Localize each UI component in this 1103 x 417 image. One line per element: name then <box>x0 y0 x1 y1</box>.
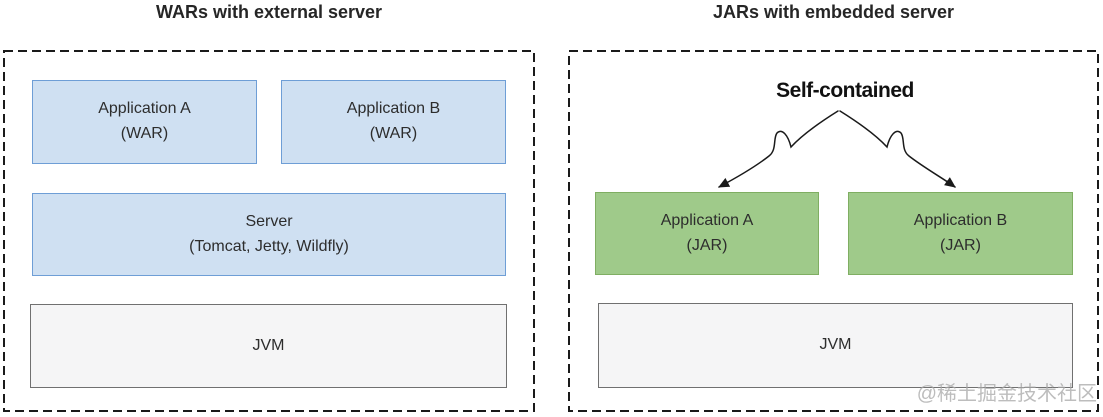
box-application-b-jar: Application B (JAR) <box>848 192 1073 275</box>
box-jvm-right: JVM <box>598 303 1073 388</box>
arrow-to-app-a-jar <box>718 110 839 188</box>
self-contained-label: Self-contained <box>776 79 914 102</box>
right-panel-title: JARs with embedded server <box>712 2 955 22</box>
arrow-to-app-b-jar <box>839 110 956 188</box>
box-external-server: Server (Tomcat, Jetty, Wildfly) <box>32 193 506 276</box>
watermark-text: @稀土掘金技术社区 <box>916 383 1097 405</box>
box-application-b-war: Application B (WAR) <box>281 80 506 164</box>
box-jvm-left: JVM <box>30 304 507 388</box>
box-application-a-war: Application A (WAR) <box>32 80 257 164</box>
box-application-a-jar: Application A (JAR) <box>595 192 819 275</box>
left-panel-title: WARs with external server <box>155 2 383 22</box>
